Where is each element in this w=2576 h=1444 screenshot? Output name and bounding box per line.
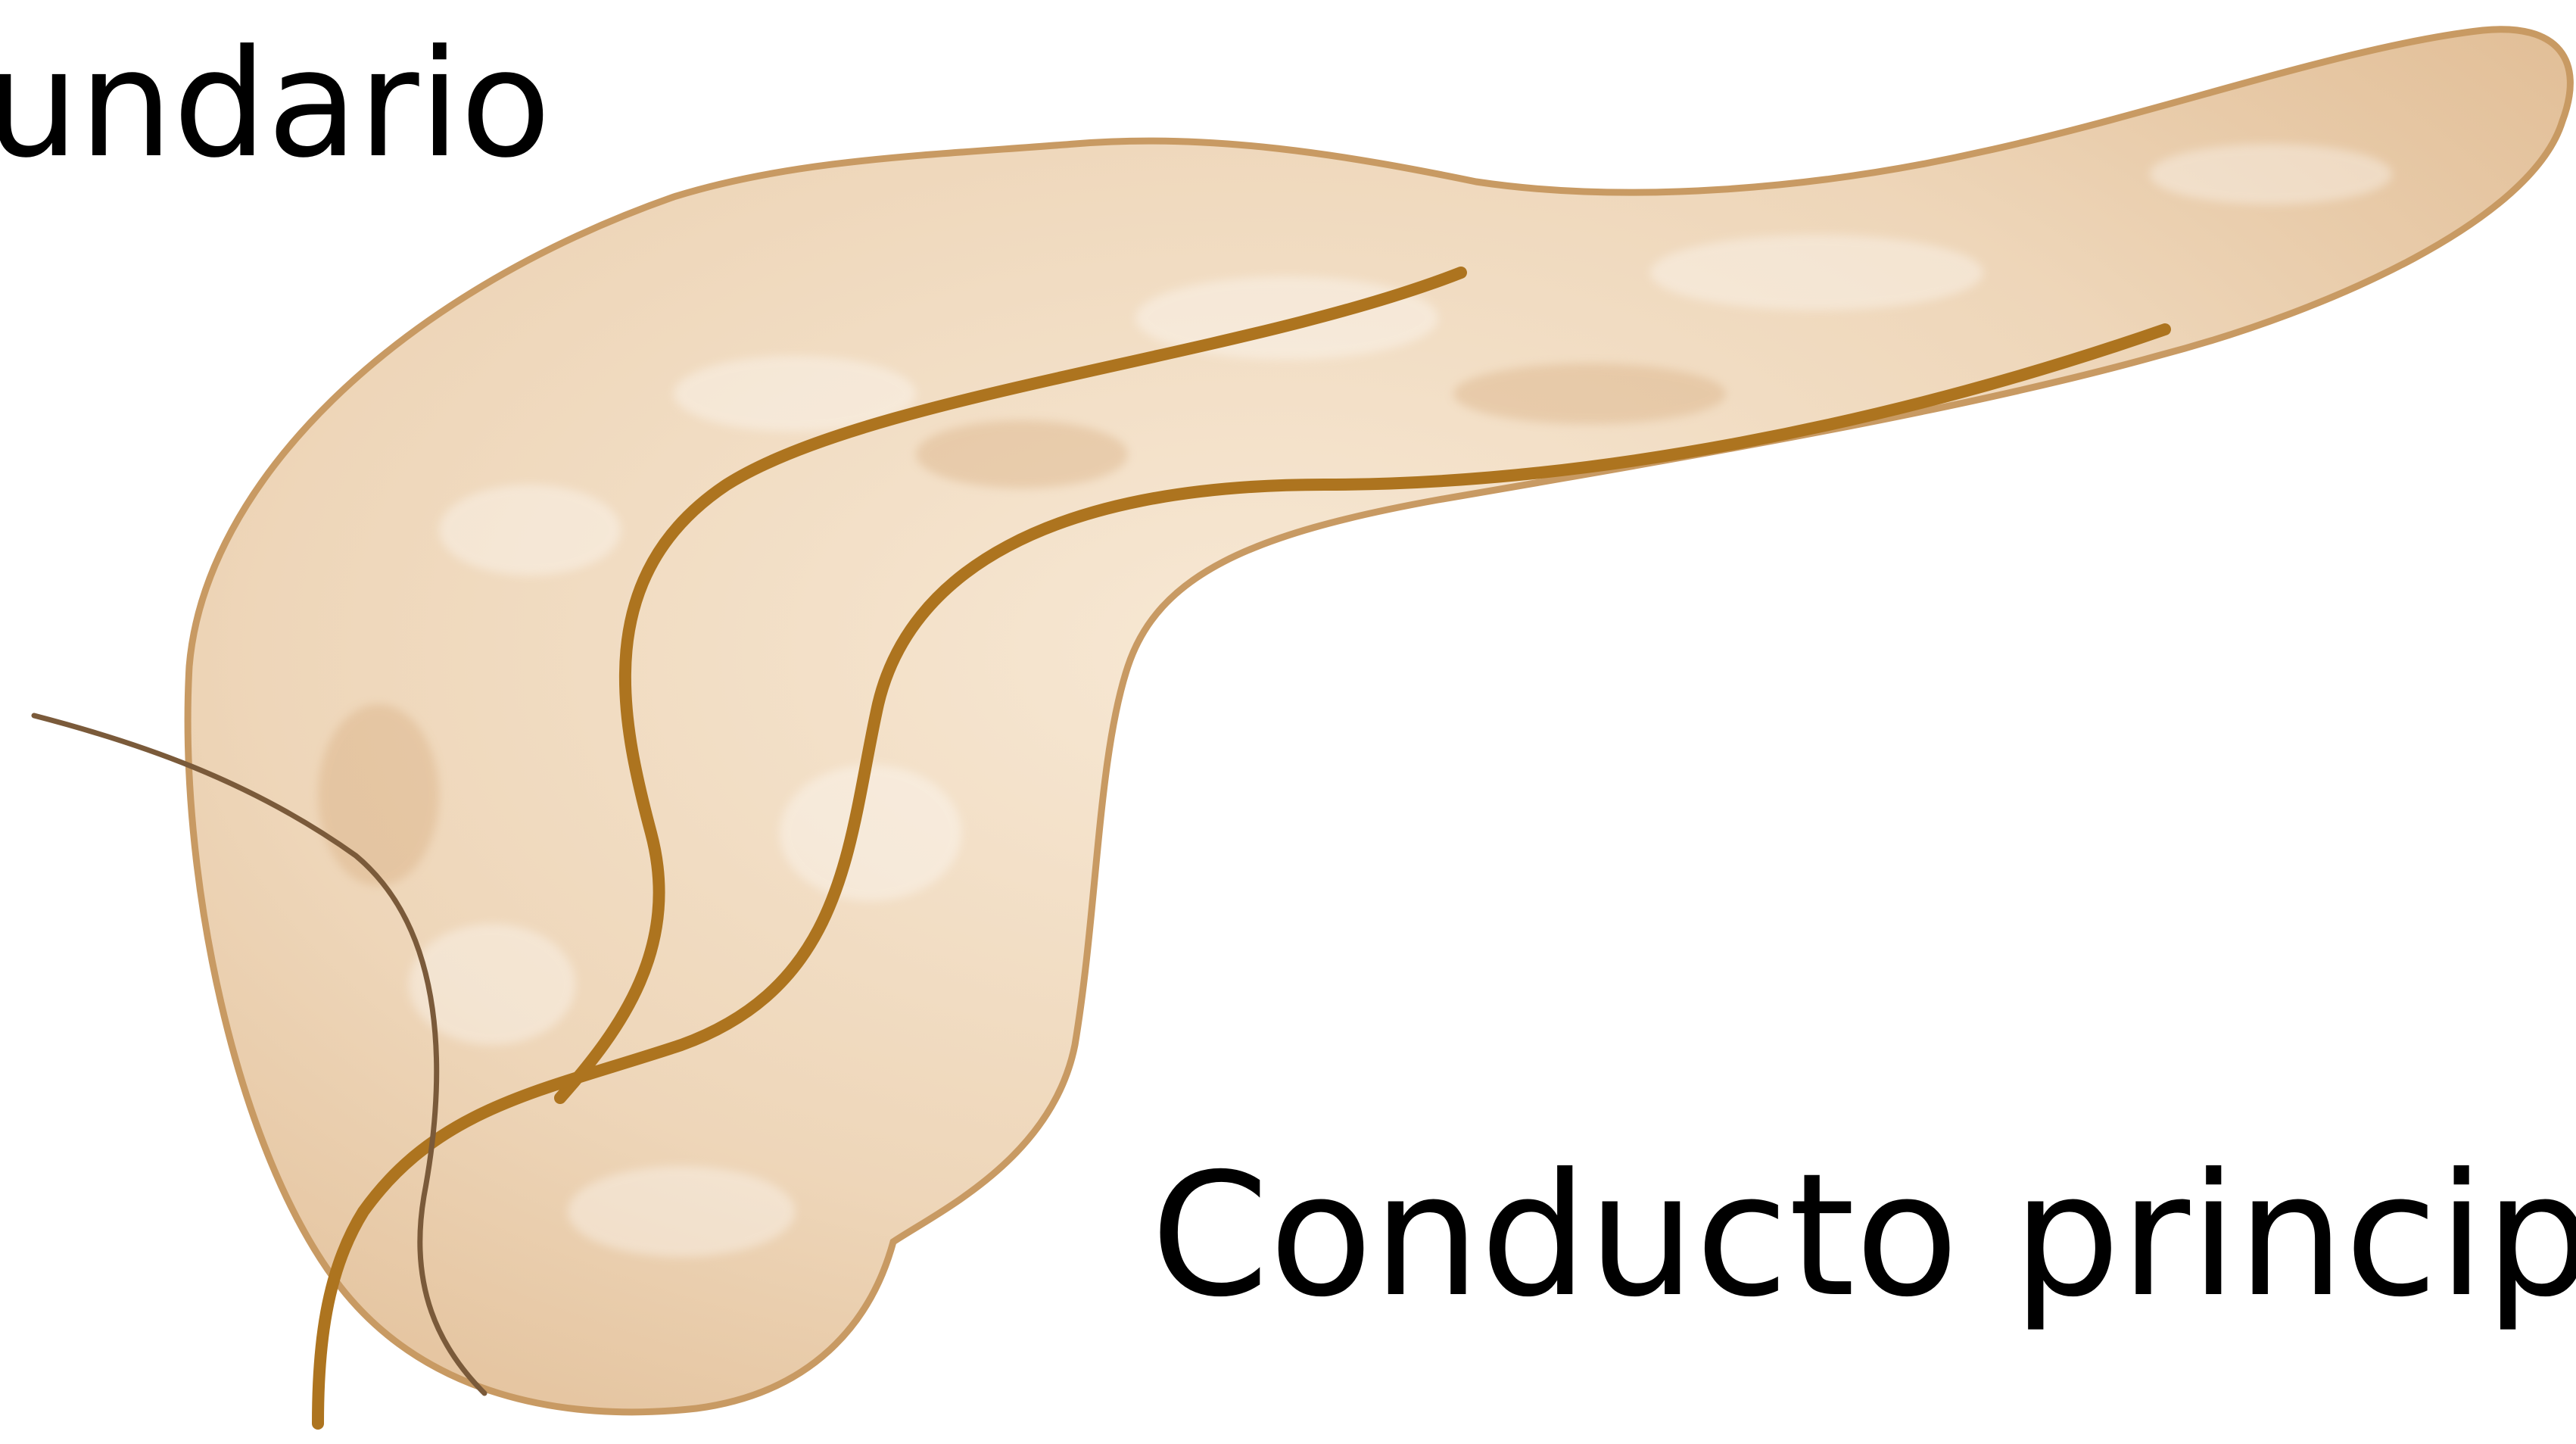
main-duct-label: Conducto principa xyxy=(1151,1151,2576,1321)
secondary-duct-label: undario xyxy=(0,30,551,179)
